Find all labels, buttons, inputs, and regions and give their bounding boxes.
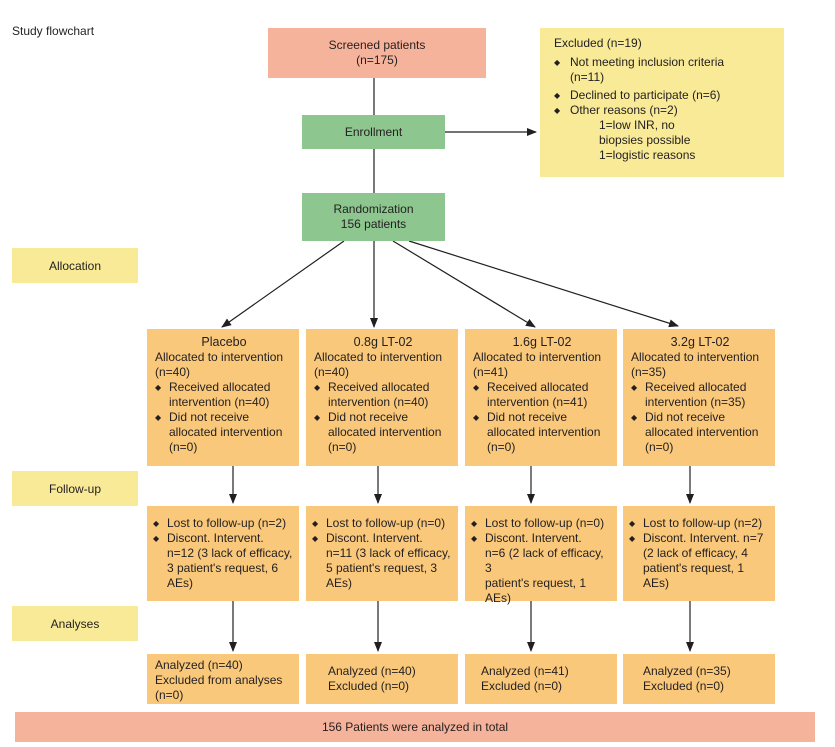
analyzed-count: Analyzed (n=40) bbox=[328, 664, 416, 678]
excluded-count: Excluded (n=0) bbox=[328, 679, 410, 693]
excluded-sub-reason: 1=logistic reasons bbox=[599, 148, 696, 162]
arm-placebo-analyses: Analyzed (n=40) Excluded from analyses (… bbox=[147, 654, 299, 704]
arm-16g-followup: Lost to follow-up (n=0) Discont. Interve… bbox=[465, 506, 617, 605]
discontinued-intervention: Discont. Intervent.n=11 (3 lack of effic… bbox=[312, 531, 452, 591]
arm-16g-allocation: 1.6g LT-02 Allocated to intervention (n=… bbox=[465, 329, 617, 466]
arm-placebo-allocation: Placebo Allocated to intervention (n=40)… bbox=[147, 329, 299, 466]
total-analyzed-banner: 156 Patients were analyzed in total bbox=[15, 712, 815, 742]
arm-16g-analyses: Analyzed (n=41) Excluded (n=0) bbox=[465, 654, 617, 704]
lost-to-followup: Lost to follow-up (n=2) bbox=[629, 516, 769, 531]
screened-box: Screened patients (n=175) bbox=[268, 28, 486, 78]
arm-name: 1.6g LT-02 bbox=[512, 335, 572, 349]
discontinued-intervention: Discont. Intervent.n=6 (2 lack of effica… bbox=[471, 531, 611, 606]
arm-32g-analyses: Analyzed (n=35) Excluded (n=0) bbox=[623, 654, 775, 704]
arm-08g-analyses: Analyzed (n=40) Excluded (n=0) bbox=[306, 654, 458, 704]
excluded-count: Excluded from analyses bbox=[155, 673, 283, 687]
arm-name: 3.2g LT-02 bbox=[670, 335, 730, 349]
arrow-to-placebo bbox=[221, 240, 345, 328]
discontinued-intervention: Discont. Intervent. n=7(2 lack of effica… bbox=[629, 531, 769, 591]
excluded-sub-reason: biopsies possible bbox=[599, 133, 691, 147]
arrow-to-16g bbox=[392, 240, 536, 328]
analyzed-count: Analyzed (n=41) bbox=[481, 664, 569, 678]
excluded-header: Excluded (n=19) bbox=[554, 36, 642, 50]
analyzed-count: Analyzed (n=40) bbox=[155, 658, 243, 672]
stage-analyses: Analyses bbox=[12, 606, 138, 641]
enrollment-label: Enrollment bbox=[344, 124, 403, 139]
lost-to-followup: Lost to follow-up (n=2) bbox=[153, 516, 293, 531]
arm-32g-followup: Lost to follow-up (n=2) Discont. Interve… bbox=[623, 506, 775, 601]
excluded-reason: Not meeting inclusion criteria (n=11) bbox=[554, 55, 776, 85]
analyzed-count: Analyzed (n=35) bbox=[643, 664, 731, 678]
arm-08g-followup: Lost to follow-up (n=0) Discont. Interve… bbox=[306, 506, 458, 601]
excluded-sub-reason: 1=low INR, no bbox=[599, 118, 675, 132]
excluded-box: Excluded (n=19) Not meeting inclusion cr… bbox=[540, 28, 784, 177]
randomization-label: Randomization bbox=[333, 202, 414, 216]
arrow-to-32g bbox=[408, 240, 679, 328]
excluded-reason: Other reasons (n=2) bbox=[554, 103, 776, 118]
diagram-title: Study flowchart bbox=[12, 24, 95, 38]
arm-08g-allocation: 0.8g LT-02 Allocated to intervention (n=… bbox=[306, 329, 458, 466]
screened-count: (n=175) bbox=[356, 53, 398, 67]
excluded-count: Excluded (n=0) bbox=[643, 679, 725, 693]
excluded-reason: Declined to participate (n=6) bbox=[554, 88, 776, 103]
arm-name: 0.8g LT-02 bbox=[353, 335, 413, 349]
excluded-reasons-list: Not meeting inclusion criteria (n=11) De… bbox=[554, 55, 776, 118]
lost-to-followup: Lost to follow-up (n=0) bbox=[312, 516, 452, 531]
randomization-count: 156 patients bbox=[340, 217, 407, 231]
arm-name: Placebo bbox=[201, 335, 247, 349]
screened-label: Screened patients bbox=[328, 38, 426, 52]
randomization-box: Randomization 156 patients bbox=[302, 193, 445, 241]
stage-followup: Follow-up bbox=[12, 471, 138, 506]
lost-to-followup: Lost to follow-up (n=0) bbox=[471, 516, 611, 531]
arm-32g-allocation: 3.2g LT-02 Allocated to intervention (n=… bbox=[623, 329, 775, 466]
discontinued-intervention: Discont. Intervent.n=12 (3 lack of effic… bbox=[153, 531, 293, 591]
enrollment-box: Enrollment bbox=[302, 115, 445, 149]
stage-allocation: Allocation bbox=[12, 248, 138, 283]
excluded-count: Excluded (n=0) bbox=[481, 679, 563, 693]
arm-placebo-followup: Lost to follow-up (n=2) Discont. Interve… bbox=[147, 506, 299, 601]
